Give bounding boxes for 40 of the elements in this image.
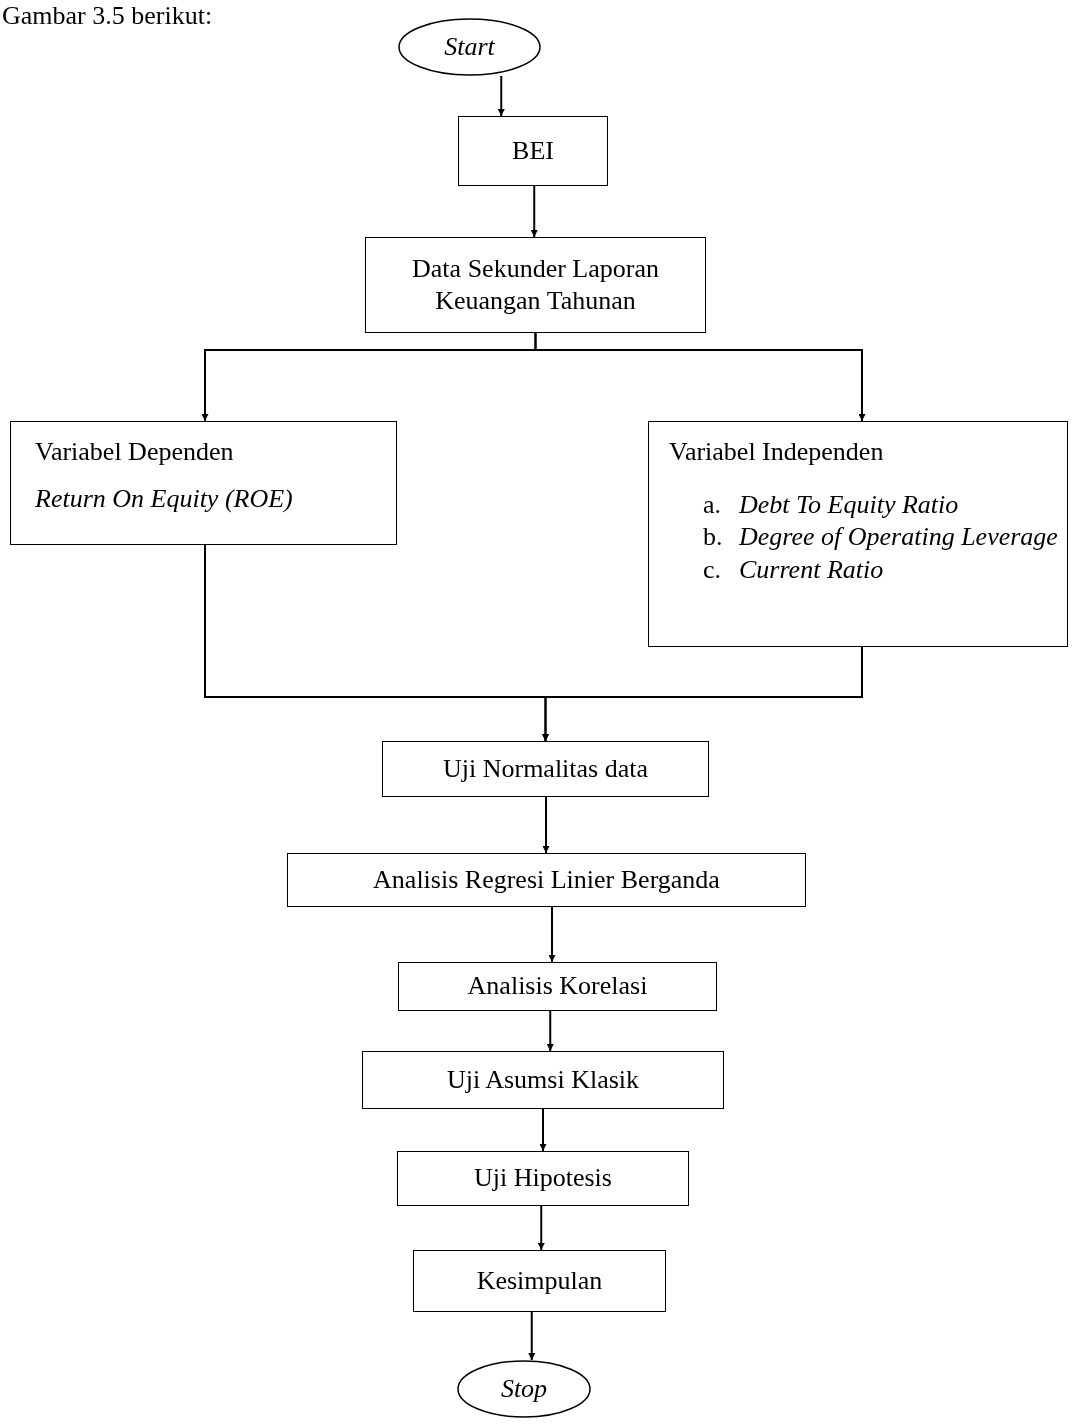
caption: Gambar 3.5 berikut: [2, 0, 213, 32]
box-label: Uji Hipotesis [474, 1162, 612, 1195]
variable-name: Return On Equity (ROE) [35, 482, 294, 515]
arrow [534, 332, 866, 422]
arrow [542, 796, 550, 854]
process-box [362, 1051, 724, 1109]
process-box [287, 853, 806, 907]
arrow [546, 1010, 554, 1052]
variable-name: Current Ratio [739, 553, 884, 586]
box-label: BEI [512, 134, 554, 167]
arrow [530, 185, 538, 238]
box-label: Uji Asumsi Klasik [446, 1063, 640, 1096]
process-box [382, 741, 709, 797]
process-box [365, 237, 706, 333]
terminal-label: Start [444, 30, 495, 63]
box-label: Data Sekunder Laporan Keuangan Tahunan [411, 252, 660, 317]
box-label: Analisis Korelasi [467, 970, 648, 1003]
arrow [548, 906, 556, 963]
process-box [10, 421, 397, 545]
process-box [648, 421, 1068, 647]
list-marker: a. [703, 488, 723, 521]
box-label: Uji Normalitas data [442, 752, 649, 785]
box-heading: Variabel Independen [669, 436, 885, 468]
box-heading: Variabel Dependen [35, 436, 235, 468]
arrow [497, 75, 505, 117]
process-box [413, 1250, 666, 1312]
terminal-label: Stop [500, 1372, 548, 1405]
process-box [458, 116, 608, 186]
arrow [528, 1311, 536, 1361]
process-box [397, 1151, 689, 1206]
arrow [539, 1108, 547, 1152]
box-label: Analisis Regresi Linier Berganda [373, 863, 720, 896]
variable-name: Degree of Operating Leverage [739, 521, 1058, 553]
arrow [537, 1205, 545, 1251]
arrow [542, 646, 863, 742]
process-box [398, 962, 717, 1011]
box-label: Kesimpulan [476, 1264, 603, 1297]
list-marker: c. [703, 553, 723, 586]
variable-name: Debt To Equity Ratio [739, 488, 959, 521]
list-marker: b. [703, 521, 724, 553]
